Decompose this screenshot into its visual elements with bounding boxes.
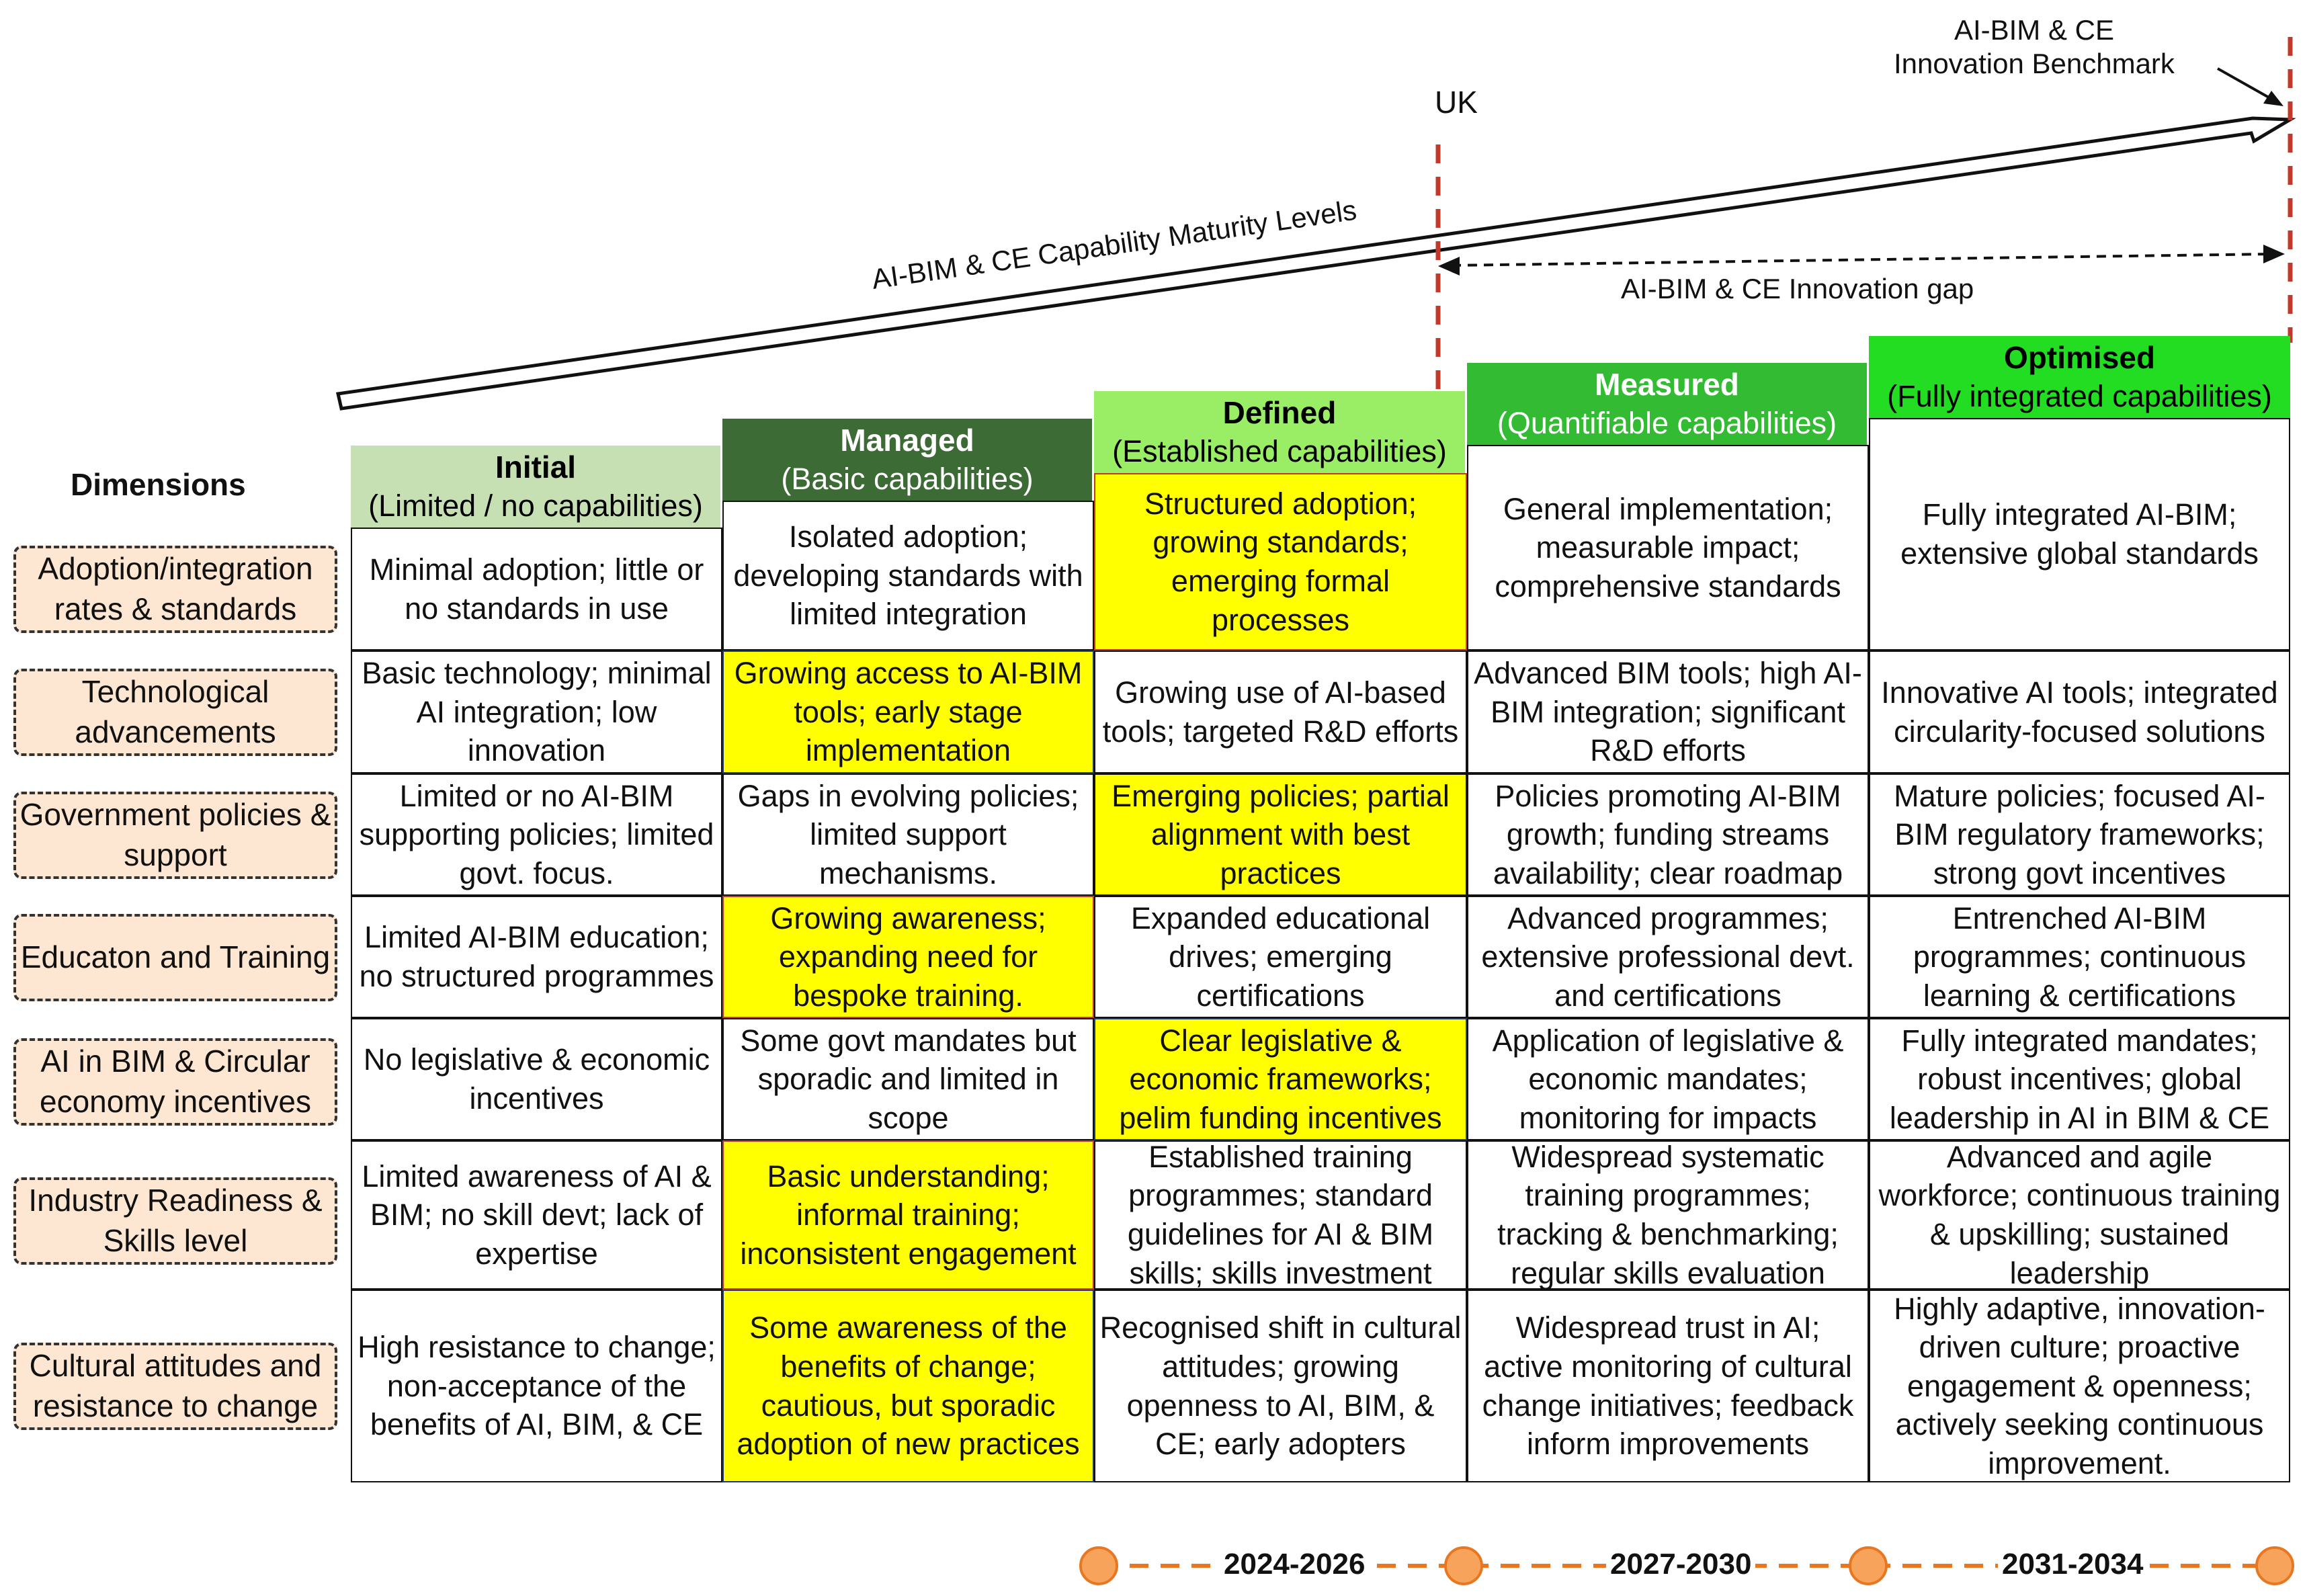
- maturity-cell-highlighted: Growing awareness; expanding need for be…: [722, 896, 1094, 1018]
- maturity-cell: Limited AI-BIM education; no structured …: [351, 896, 722, 1018]
- maturity-cell: Widespread trust in AI; active monitorin…: [1467, 1290, 1869, 1482]
- level-header-optimised: Optimised (Fully integrated capabilities…: [1869, 336, 2290, 418]
- level-title: Optimised: [2004, 340, 2155, 376]
- maturity-cell: Application of legislative & economic ma…: [1467, 1018, 1869, 1140]
- timeline-period: 2027-2030: [1606, 1548, 1756, 1581]
- level-header-measured: Measured (Quantifiable capabilities): [1467, 363, 1867, 445]
- gap-arrow-right-head: [2263, 245, 2285, 263]
- level-title: Measured: [1595, 367, 1739, 403]
- dimension-label: Cultural attitudes and resistance to cha…: [13, 1343, 337, 1430]
- timeline-node: [1849, 1546, 1888, 1585]
- uk-label: UK: [1435, 85, 1478, 120]
- maturity-cell: Widespread systematic training programme…: [1467, 1140, 1869, 1290]
- maturity-cell-highlighted: Basic understanding; informal training; …: [722, 1140, 1094, 1290]
- maturity-cell: Some govt mandates but sporadic and limi…: [722, 1018, 1094, 1140]
- maturity-cell-highlighted: Structured adoption; growing standards; …: [1094, 473, 1467, 650]
- maturity-cell-highlighted: Some awareness of the benefits of change…: [722, 1290, 1094, 1482]
- maturity-cell: Advanced and agile workforce; continuous…: [1869, 1140, 2290, 1290]
- maturity-cell: Limited awareness of AI & BIM; no skill …: [351, 1140, 722, 1290]
- level-title: Managed: [840, 423, 974, 458]
- maturity-cell: Expanded educational drives; emerging ce…: [1094, 896, 1467, 1018]
- dimension-label: AI in BIM & Circular economy incentives: [13, 1038, 337, 1126]
- maturity-cell: Entrenched AI-BIM programmes; continuous…: [1869, 896, 2290, 1018]
- level-subtitle: (Fully integrated capabilities): [1887, 378, 2272, 413]
- maturity-cell: Innovative AI tools; integrated circular…: [1869, 650, 2290, 773]
- maturity-cell: Recognised shift in cultural attitudes; …: [1094, 1290, 1467, 1482]
- maturity-cell: Limited or no AI-BIM supporting policies…: [351, 773, 722, 896]
- benchmark-pointer: [2217, 67, 2275, 102]
- dimension-label: Educaton and Training: [13, 914, 337, 1001]
- level-title: Defined: [1222, 395, 1337, 431]
- level-subtitle: (Limited / no capabilities): [368, 488, 703, 523]
- level-header-managed: Managed (Basic capabilities): [722, 419, 1092, 501]
- maturity-cell: General implementation; measurable impac…: [1467, 445, 1869, 650]
- dimensions-title: Dimensions: [71, 467, 246, 502]
- maturity-cell: Mature policies; focused AI-BIM regulato…: [1869, 773, 2290, 896]
- maturity-cell-highlighted: Emerging policies; partial alignment wit…: [1094, 773, 1467, 896]
- maturity-cell: No legislative & economic incentives: [351, 1018, 722, 1140]
- maturity-cell: Policies promoting AI-BIM growth; fundin…: [1467, 773, 1869, 896]
- dimension-label: Government policies & support: [13, 792, 337, 879]
- maturity-cell: Advanced BIM tools; high AI-BIM integrat…: [1467, 650, 1869, 773]
- maturity-cell-highlighted: Growing access to AI-BIM tools; early st…: [722, 650, 1094, 773]
- innovation-gap-label: AI-BIM & CE Innovation gap: [1621, 273, 1974, 304]
- maturity-arrow: [335, 116, 2296, 411]
- timeline-node: [2255, 1546, 2294, 1585]
- level-header-initial: Initial (Limited / no capabilities): [351, 446, 720, 528]
- maturity-cell: Basic technology; minimal AI integration…: [351, 650, 722, 773]
- benchmark-label: AI-BIM & CE Innovation Benchmark: [1894, 14, 2175, 79]
- level-header-defined: Defined (Established capabilities): [1094, 391, 1465, 473]
- maturity-cell: High resistance to change; non-acceptanc…: [351, 1290, 722, 1482]
- maturity-cell: Fully integrated mandates; robust incent…: [1869, 1018, 2290, 1140]
- timeline-node: [1444, 1546, 1483, 1585]
- maturity-cell-highlighted: Clear legislative & economic frameworks;…: [1094, 1018, 1467, 1140]
- dimension-label: Technological advancements: [13, 669, 337, 756]
- maturity-cell: Growing use of AI-based tools; targeted …: [1094, 650, 1467, 773]
- maturity-cell: Gaps in evolving policies; limited suppo…: [722, 773, 1094, 896]
- timeline-node: [1079, 1546, 1118, 1585]
- benchmark-pointer-head: [2263, 91, 2283, 106]
- dimension-label: Adoption/integration rates & standards: [13, 546, 337, 633]
- timeline-period: 2024-2026: [1220, 1548, 1370, 1581]
- level-title: Initial: [495, 450, 577, 485]
- maturity-cell: Highly adaptive, innovation-driven cultu…: [1869, 1290, 2290, 1482]
- gap-arrow-left-head: [1438, 257, 1460, 276]
- maturity-cell: Fully integrated AI-BIM; extensive globa…: [1869, 418, 2290, 650]
- level-subtitle: (Established capabilities): [1112, 433, 1447, 468]
- level-subtitle: (Basic capabilities): [781, 461, 1034, 496]
- maturity-cell: Established training programmes; standar…: [1094, 1140, 1467, 1290]
- maturity-cell: Isolated adoption; developing standards …: [722, 501, 1094, 650]
- level-subtitle: (Quantifiable capabilities): [1497, 405, 1837, 440]
- dimension-label: Industry Readiness & Skills level: [13, 1177, 337, 1265]
- innovation-gap-arrow: [1451, 253, 2272, 267]
- maturity-cell: Advanced programmes; extensive professio…: [1467, 896, 1869, 1018]
- maturity-cell: Minimal adoption; little or no standards…: [351, 528, 722, 650]
- timeline-period: 2031-2034: [1998, 1548, 2148, 1581]
